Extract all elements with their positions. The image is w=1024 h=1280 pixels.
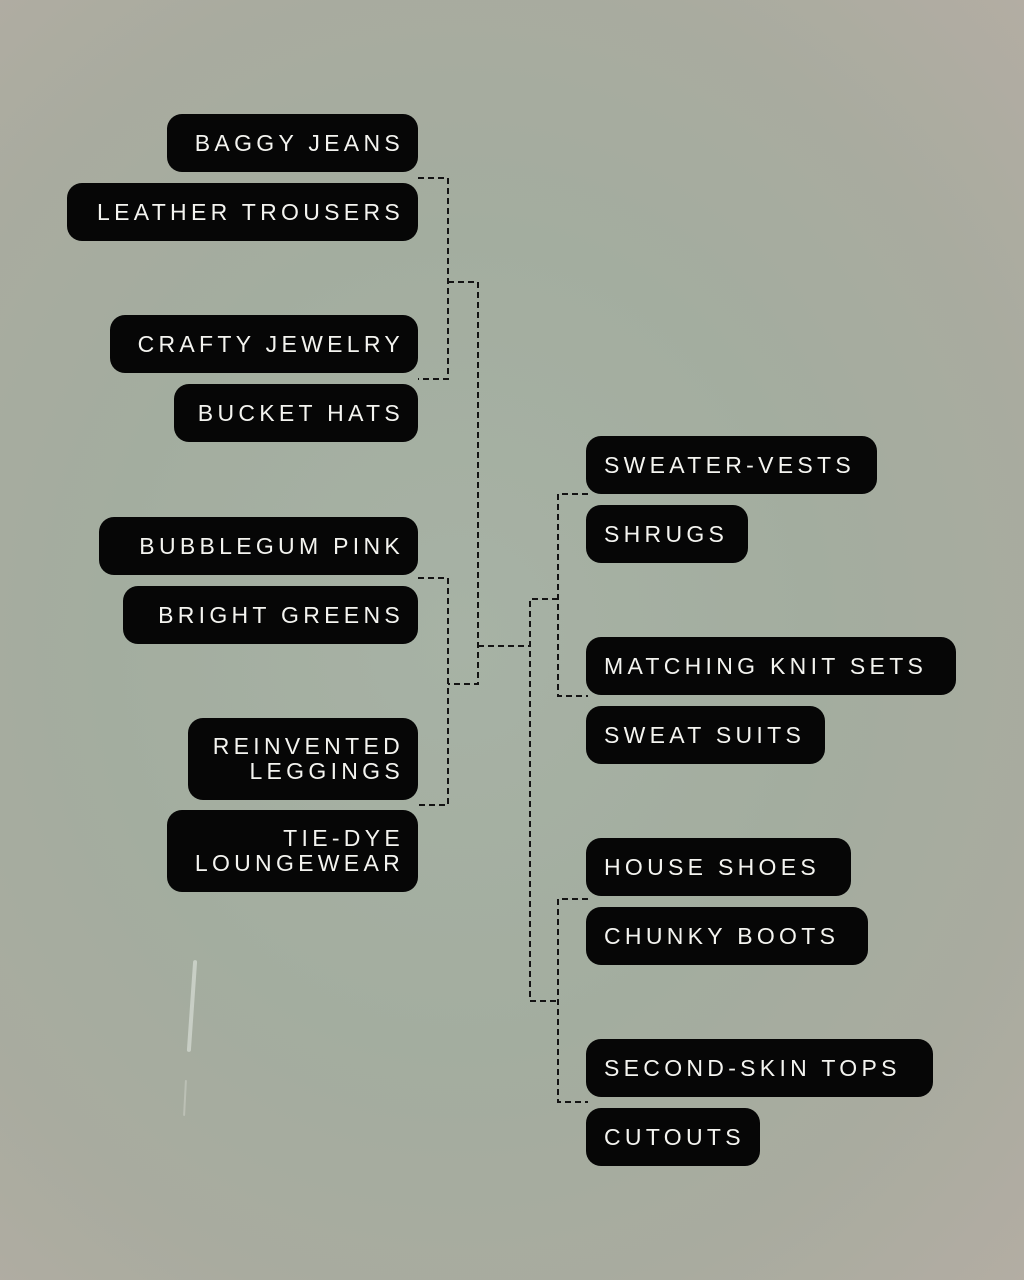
connector-left-r2 bbox=[448, 281, 479, 685]
connector-right-r1-a bbox=[557, 493, 588, 697]
bracket-item-chunky-boots: CHUNKY BOOTS bbox=[586, 907, 868, 965]
item-label-line-2: LEGGINGS bbox=[249, 758, 404, 784]
item-label: MATCHING KNIT SETS bbox=[604, 652, 928, 679]
bracket-item-second-skin-tops: SECOND-SKIN TOPS bbox=[586, 1039, 933, 1097]
bracket-item-shrugs: SHRUGS bbox=[586, 505, 748, 563]
item-label: CHUNKY BOOTS bbox=[604, 922, 840, 949]
item-label: BUCKET HATS bbox=[197, 399, 404, 426]
bracket-item-tie-dye-loungewear: TIE-DYE LOUNGEWEAR bbox=[167, 810, 418, 892]
item-label: SHRUGS bbox=[604, 520, 729, 547]
item-label: BAGGY JEANS bbox=[194, 129, 404, 156]
connector-right-r1-b bbox=[557, 898, 588, 1103]
item-label: CUTOUTS bbox=[604, 1123, 745, 1150]
bracket-item-bucket-hats: BUCKET HATS bbox=[174, 384, 418, 442]
item-label-line-1: REINVENTED bbox=[212, 733, 404, 759]
bracket-item-sweat-suits: SWEAT SUITS bbox=[586, 706, 825, 764]
item-label: SWEATER-VESTS bbox=[604, 451, 855, 478]
item-label-line-1: TIE-DYE bbox=[283, 825, 404, 851]
item-label: HOUSE SHOES bbox=[604, 853, 821, 880]
item-label: BUBBLEGUM PINK bbox=[139, 532, 404, 559]
bracket-item-house-shoes: HOUSE SHOES bbox=[586, 838, 851, 896]
bracket-item-sweater-vests: SWEATER-VESTS bbox=[586, 436, 877, 494]
bracket-item-bright-greens: BRIGHT GREENS bbox=[123, 586, 418, 644]
connector-left-r1-a bbox=[418, 177, 449, 380]
item-label: SECOND-SKIN TOPS bbox=[604, 1054, 901, 1081]
connector-right-r2 bbox=[529, 598, 558, 1002]
connector-left-r1-b bbox=[418, 577, 449, 806]
bracket-item-leather-trousers: LEATHER TROUSERS bbox=[67, 183, 418, 241]
bracket-item-bubblegum-pink: BUBBLEGUM PINK bbox=[99, 517, 418, 575]
item-label: BRIGHT GREENS bbox=[158, 601, 404, 628]
bracket-item-cutouts: CUTOUTS bbox=[586, 1108, 760, 1166]
bracket-item-matching-knit-sets: MATCHING KNIT SETS bbox=[586, 637, 956, 695]
bracket-item-baggy-jeans: BAGGY JEANS bbox=[167, 114, 418, 172]
item-label-line-2: LOUNGEWEAR bbox=[194, 850, 404, 876]
bracket-item-crafty-jewelry: CRAFTY JEWELRY bbox=[110, 315, 418, 373]
bracket-item-reinvented-leggings: REINVENTED LEGGINGS bbox=[188, 718, 418, 800]
item-label: CRAFTY JEWELRY bbox=[137, 330, 404, 357]
item-label: SWEAT SUITS bbox=[604, 721, 806, 748]
item-label: LEATHER TROUSERS bbox=[97, 198, 404, 225]
